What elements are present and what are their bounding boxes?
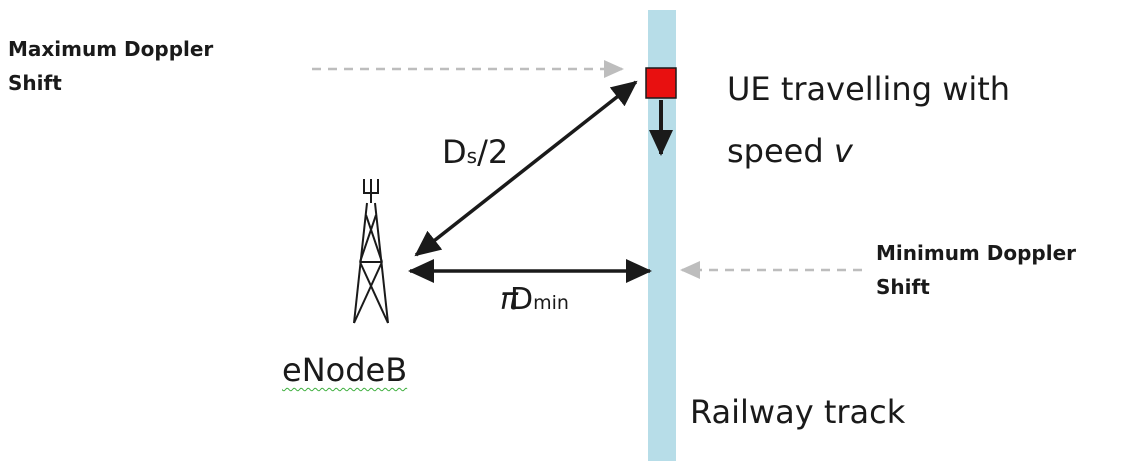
ue-speed-var: v [833,132,853,170]
ds-half-label: Ds/2 [442,132,508,176]
min-doppler-label: Minimum Doppler Shift [876,236,1076,304]
ue-speed-text: speed [727,132,834,170]
ue-square-icon [645,67,677,99]
min-doppler-line1: Minimum Doppler [876,241,1076,265]
railway-label: Railway track [690,393,906,431]
max-doppler-label: Maximum Doppler Shift [8,32,213,100]
max-doppler-line2: Shift [8,71,62,95]
enodeb-label: eNodeB [282,350,407,390]
dmin-main: D [510,282,534,317]
dmin-pi: π [500,282,519,317]
enodeb-text: eNodeB [282,351,408,389]
dmin-sub: min [533,292,569,314]
min-doppler-line2: Shift [876,275,930,299]
ue-line1: UE travelling with [727,70,1011,108]
ds-main: D [442,133,467,171]
ds-sub: s [466,144,478,168]
ds-half-arrow [414,80,638,257]
ds-suffix: /2 [477,133,509,171]
ue-label: UE travelling with speed v [727,58,1010,182]
cell-tower-icon [353,179,389,324]
max-doppler-line1: Maximum Doppler [8,37,214,61]
ue-line2: speed v [727,120,1010,182]
